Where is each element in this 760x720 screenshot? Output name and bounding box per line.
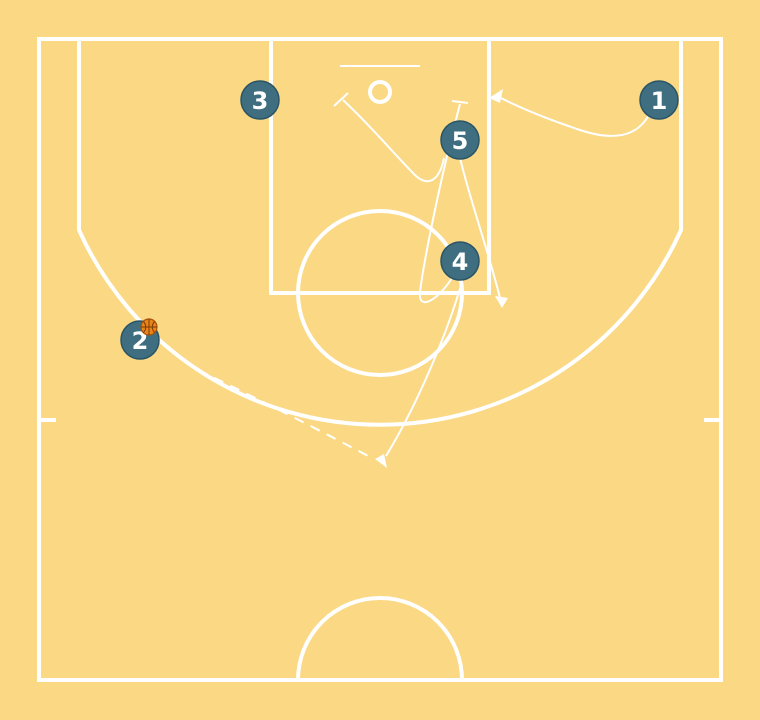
player-1: 1 (639, 80, 679, 120)
three-point-line (77, 39, 683, 427)
center-circle (296, 596, 464, 681)
basketball-icon (140, 318, 158, 336)
player-5: 5 (440, 120, 480, 160)
drive-path-player-4 (385, 281, 463, 457)
player-3-label: 3 (252, 87, 269, 115)
player-5-label: 5 (452, 127, 469, 155)
free-throw-circle (296, 209, 464, 377)
cut-path-player-1 (496, 95, 653, 137)
arrowhead-player-1 (489, 89, 503, 103)
key-paint (269, 37, 491, 295)
screen-path-player-5 (342, 99, 445, 183)
player-3-token (240, 80, 280, 120)
player-5-token (440, 120, 480, 160)
player-3: 3 (240, 80, 280, 120)
arrowhead-player-5 (495, 296, 508, 308)
player-4: 4 (440, 241, 480, 281)
screen-bar-player-4 (451, 100, 469, 104)
player-1-token (639, 80, 679, 120)
cut-path-player-4 (418, 103, 461, 304)
screen-bar-player-5 (333, 92, 349, 107)
cut-path-player-5 (459, 157, 501, 299)
player-1-label: 1 (651, 87, 668, 115)
pass-path-player-2 (197, 369, 373, 459)
rim (368, 80, 392, 104)
arrowhead-player-4-top (375, 454, 387, 468)
player-4-token (440, 241, 480, 281)
player-4-label: 4 (452, 248, 469, 276)
play-actions (197, 89, 653, 468)
